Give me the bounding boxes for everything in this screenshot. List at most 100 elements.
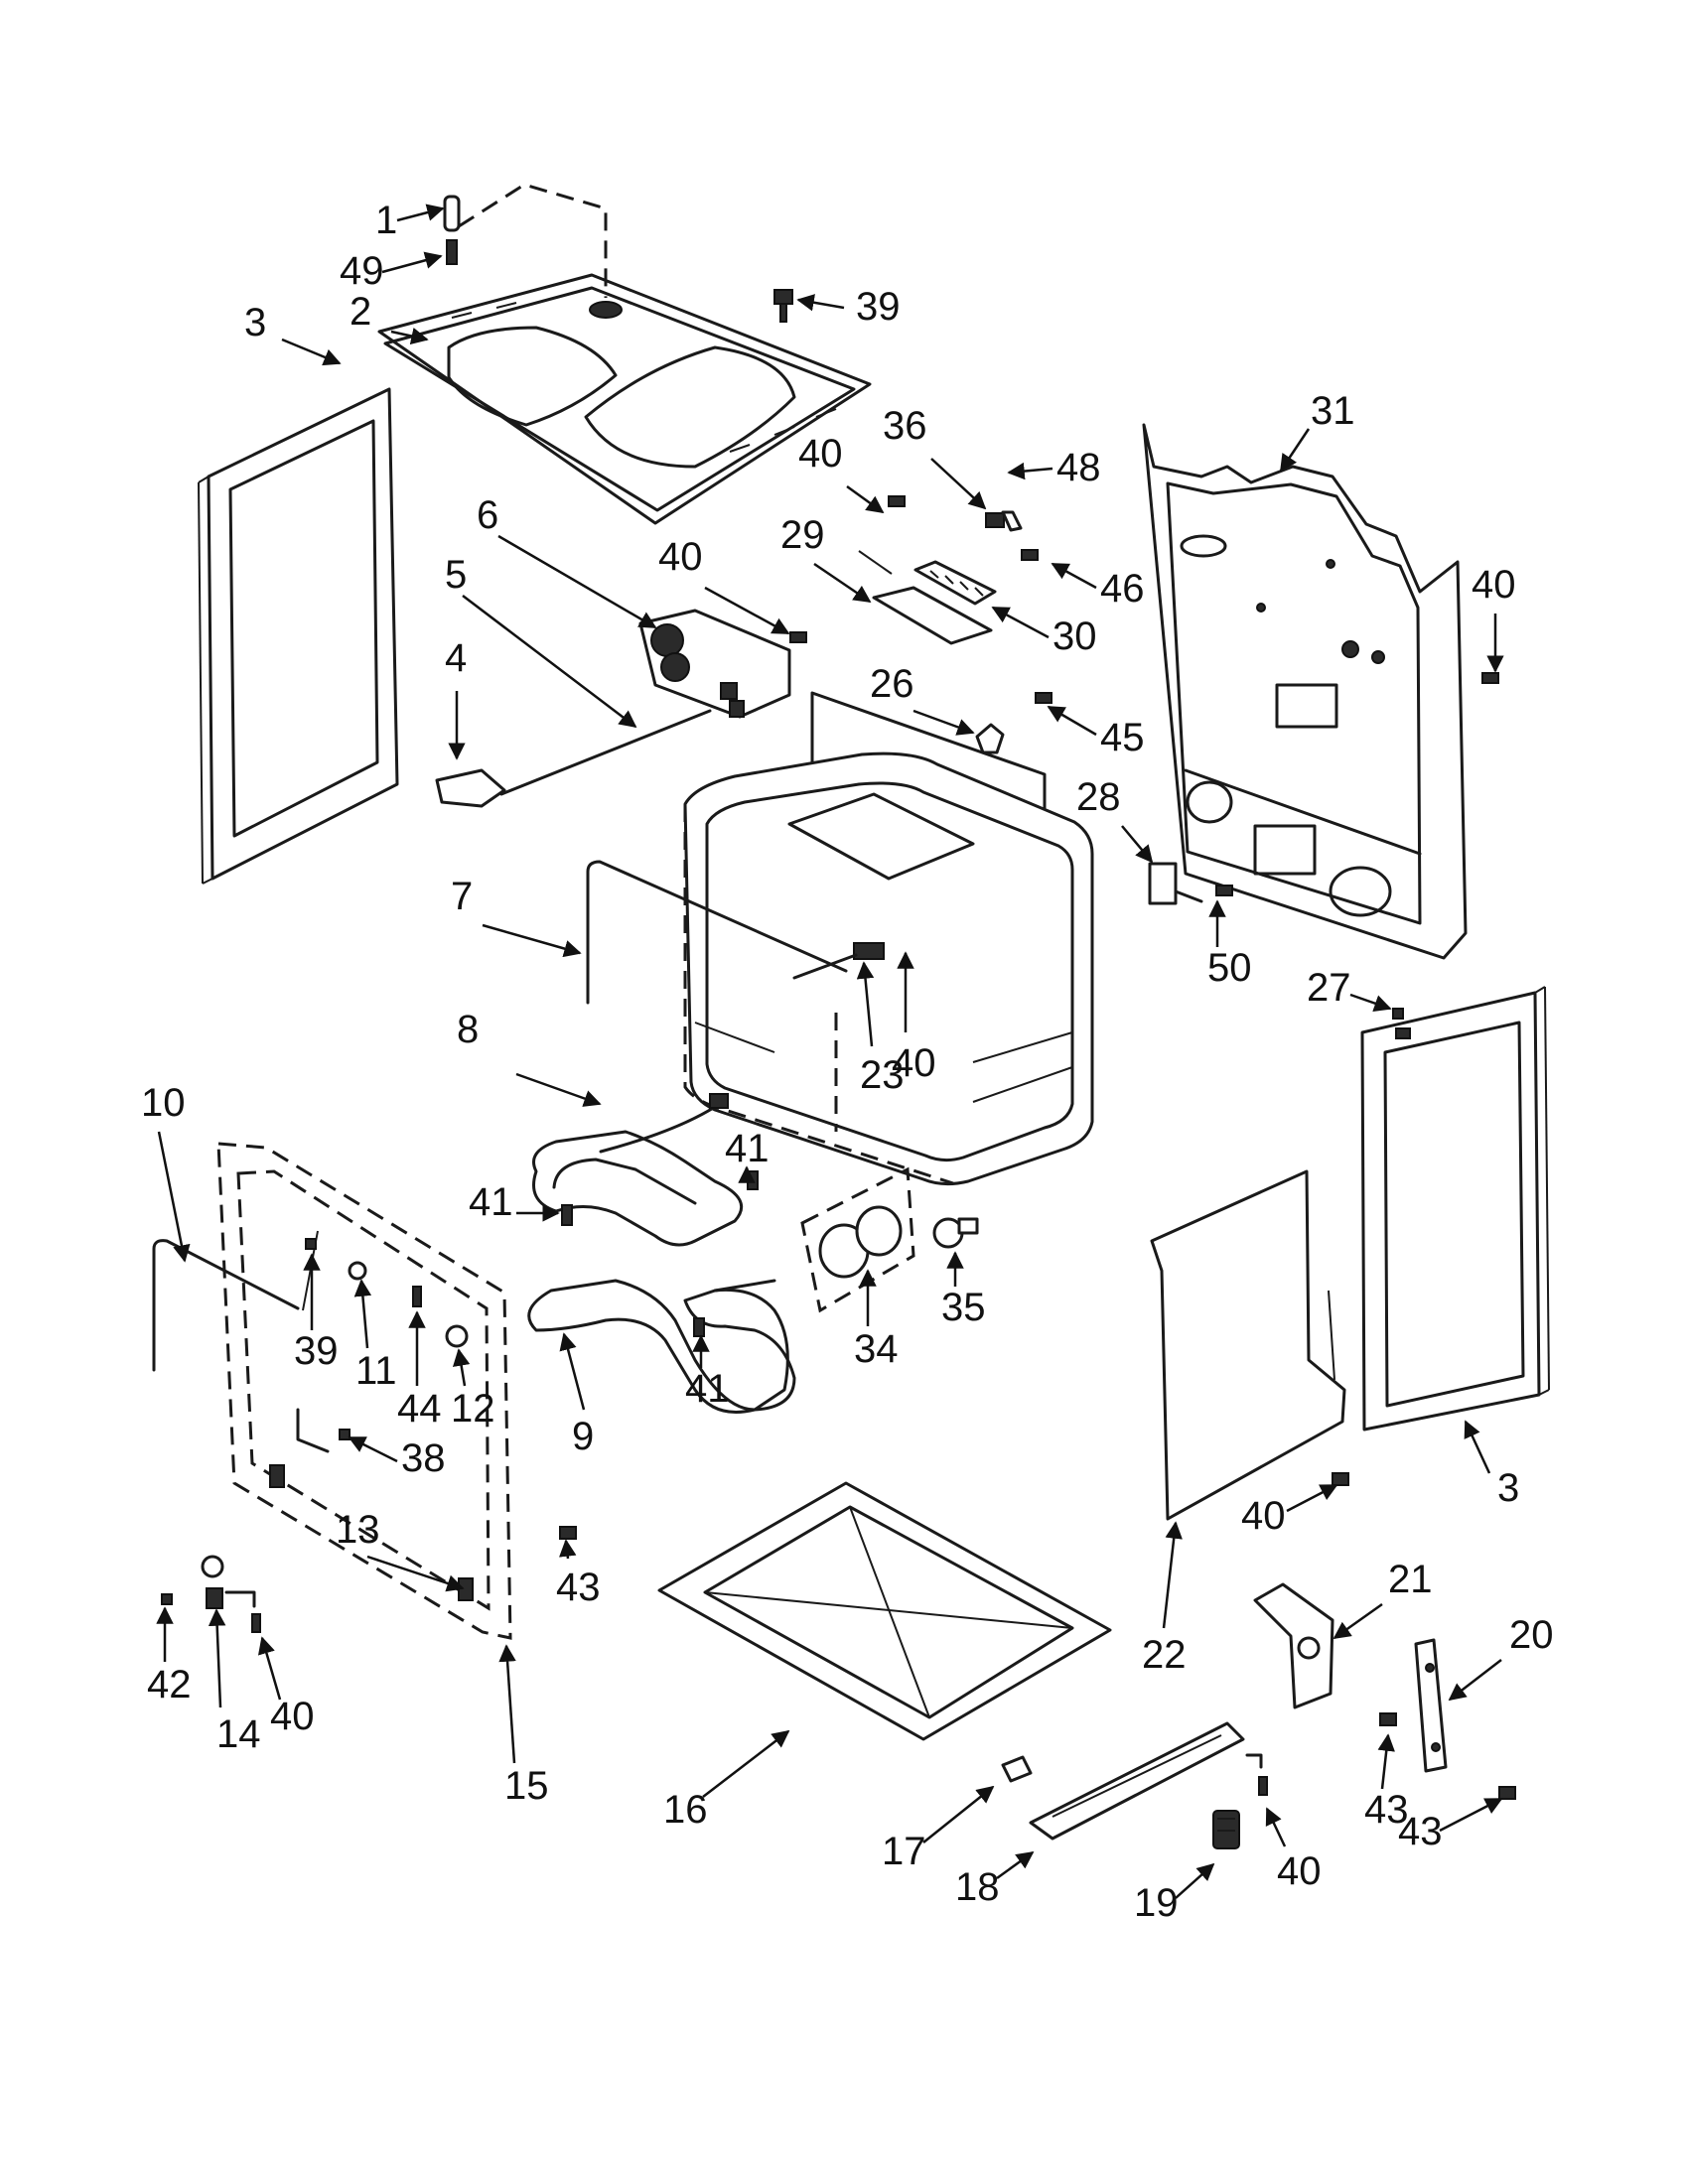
- latch-bracket: [435, 768, 506, 808]
- leader-arrow-40: [1286, 1483, 1338, 1513]
- callout-label-23: 23: [860, 1053, 905, 1097]
- top-pin: [443, 183, 608, 298]
- callout-label-40: 40: [798, 432, 843, 476]
- callout-label-36: 36: [883, 404, 927, 448]
- leader-arrow-40: [257, 1636, 282, 1701]
- callout-label-34: 34: [854, 1327, 899, 1371]
- leader-arrow-5: [462, 595, 637, 729]
- callout-label-26: 26: [870, 662, 914, 706]
- callout-label-20: 20: [1509, 1613, 1554, 1657]
- light-bulb: [932, 1217, 979, 1249]
- leader-arrow-3: [281, 338, 342, 366]
- leader-arrow-36: [930, 458, 987, 510]
- callout-label-42: 42: [147, 1663, 192, 1706]
- callout-label-43: 43: [1398, 1810, 1443, 1853]
- callout-label-13: 13: [336, 1508, 380, 1552]
- leader-arrow-16: [702, 1729, 790, 1798]
- callout-label-39: 39: [856, 285, 901, 329]
- leader-arrow-20: [1448, 1659, 1502, 1702]
- callout-label-40: 40: [892, 1041, 936, 1085]
- door-gasket: [152, 1239, 300, 1372]
- callout-label-14: 14: [216, 1712, 261, 1756]
- leader-arrow-29: [813, 562, 872, 604]
- callout-label-40: 40: [1277, 1849, 1322, 1893]
- callout-label-7: 7: [451, 875, 473, 918]
- callout-label-17: 17: [882, 1830, 926, 1873]
- bracket-28: [1148, 862, 1203, 905]
- callout-label-27: 27: [1307, 966, 1351, 1010]
- light-socket-group: [800, 1166, 915, 1313]
- callout-label-1: 1: [375, 199, 397, 242]
- leader-arrow-21: [1333, 1602, 1383, 1640]
- drawer-rail: [1029, 1721, 1245, 1841]
- callout-label-19: 19: [1134, 1881, 1179, 1925]
- callout-label-40: 40: [658, 535, 703, 579]
- leader-arrow-18: [996, 1850, 1035, 1880]
- callout-label-11: 11: [355, 1349, 397, 1393]
- leader-arrow-28: [1121, 825, 1154, 864]
- callout-label-49: 49: [340, 249, 384, 293]
- door-hinge-rod: [586, 860, 848, 1005]
- leader-arrow-3: [1464, 1420, 1491, 1474]
- callout-label-38: 38: [401, 1436, 446, 1480]
- callout-label-50: 50: [1207, 946, 1252, 990]
- door-latch-knob: [201, 1555, 256, 1609]
- leader-arrow-49: [381, 251, 443, 274]
- leader-arrow-7: [482, 923, 582, 958]
- leader-arrow-9: [559, 1332, 586, 1411]
- leader-arrow-38: [348, 1435, 398, 1463]
- insulation-panel: [1150, 1169, 1346, 1521]
- callout-label-40: 40: [270, 1695, 315, 1738]
- callout-label-43: 43: [1364, 1788, 1409, 1832]
- leader-arrow-22: [1162, 1521, 1183, 1629]
- leader-arrow-13: [366, 1555, 465, 1592]
- leader-arrow-26: [912, 709, 975, 736]
- leader-arrow-17: [922, 1785, 995, 1843]
- mounting-strip: [1414, 1638, 1448, 1773]
- callout-label-10: 10: [141, 1081, 186, 1125]
- door-lock-assembly: [638, 609, 791, 719]
- clip-17: [1001, 1755, 1033, 1783]
- callout-label-6: 6: [477, 493, 498, 537]
- callout-label-5: 5: [445, 553, 467, 597]
- callout-label-31: 31: [1311, 389, 1355, 433]
- callout-label-40: 40: [1472, 563, 1516, 607]
- callout-label-15: 15: [504, 1764, 549, 1808]
- leader-arrow-10: [157, 1131, 191, 1263]
- callout-label-48: 48: [1056, 446, 1101, 489]
- callout-label-39: 39: [294, 1329, 339, 1373]
- callout-label-12: 12: [451, 1387, 495, 1431]
- callout-label-22: 22: [1142, 1633, 1187, 1677]
- rear-panel: [1142, 423, 1468, 960]
- screw-39-top: [773, 289, 793, 323]
- leader-arrow-40: [1265, 1807, 1287, 1847]
- callout-label-18: 18: [955, 1865, 1000, 1909]
- storage-drawer: [657, 1481, 1112, 1741]
- leader-arrow-27: [1349, 993, 1392, 1013]
- callout-label-28: 28: [1076, 775, 1121, 819]
- callout-label-43: 43: [556, 1566, 601, 1609]
- leader-arrow-15: [498, 1644, 516, 1764]
- left-side-panel: [198, 387, 399, 885]
- callout-label-44: 44: [397, 1387, 442, 1431]
- terminal-block: [858, 510, 1023, 645]
- callout-label-4: 4: [445, 636, 467, 680]
- leveling-leg: [1212, 1810, 1240, 1849]
- callout-label-41: 41: [685, 1367, 730, 1411]
- leader-arrow-23: [856, 961, 875, 1047]
- leader-arrow-43: [1377, 1733, 1395, 1790]
- leader-arrow-14: [208, 1608, 226, 1708]
- leader-arrow-46: [1051, 562, 1097, 590]
- callout-label-30: 30: [1052, 614, 1097, 658]
- leader-arrow-30: [991, 606, 1050, 639]
- leader-arrow-39: [796, 294, 845, 312]
- leader-arrow-12: [452, 1348, 471, 1387]
- callout-label-9: 9: [572, 1415, 594, 1458]
- callout-label-21: 21: [1388, 1558, 1433, 1601]
- callout-label-8: 8: [457, 1008, 479, 1051]
- leader-arrow-40: [846, 484, 885, 514]
- callout-label-29: 29: [780, 513, 825, 557]
- screws: [161, 495, 1516, 1800]
